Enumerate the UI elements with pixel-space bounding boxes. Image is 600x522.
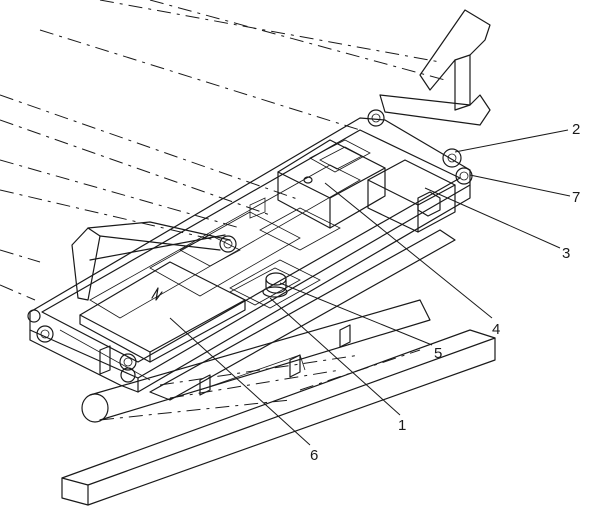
callout-5: 5 [434, 345, 442, 362]
battery-unit [79, 261, 246, 363]
pivots [27, 109, 473, 383]
pivot-7 [455, 167, 473, 185]
callout-6: 6 [310, 447, 318, 464]
pivot-front-lower [120, 367, 136, 383]
pivot-left-upper [27, 309, 41, 323]
inner-compartments [89, 164, 361, 319]
left-arm [71, 221, 237, 301]
leader-lines [169, 129, 571, 446]
control-box [277, 139, 386, 229]
pivot-left [36, 325, 54, 343]
callout-labels: 2 7 3 4 5 1 6 [310, 121, 580, 464]
lightning-bolt-icon [151, 287, 163, 301]
motor-box [367, 159, 456, 233]
callout-2: 2 [572, 121, 580, 138]
roller [81, 299, 431, 423]
pivot-top [367, 109, 385, 127]
pivot-front [119, 353, 137, 371]
callout-3: 3 [562, 245, 570, 262]
lower-beam [61, 329, 496, 506]
pivot-2 [442, 148, 462, 168]
callout-4: 4 [492, 321, 500, 338]
upright-bracket [379, 9, 491, 126]
callout-7: 7 [572, 189, 580, 206]
callout-1: 1 [398, 417, 406, 434]
sensor-mount [229, 267, 301, 306]
